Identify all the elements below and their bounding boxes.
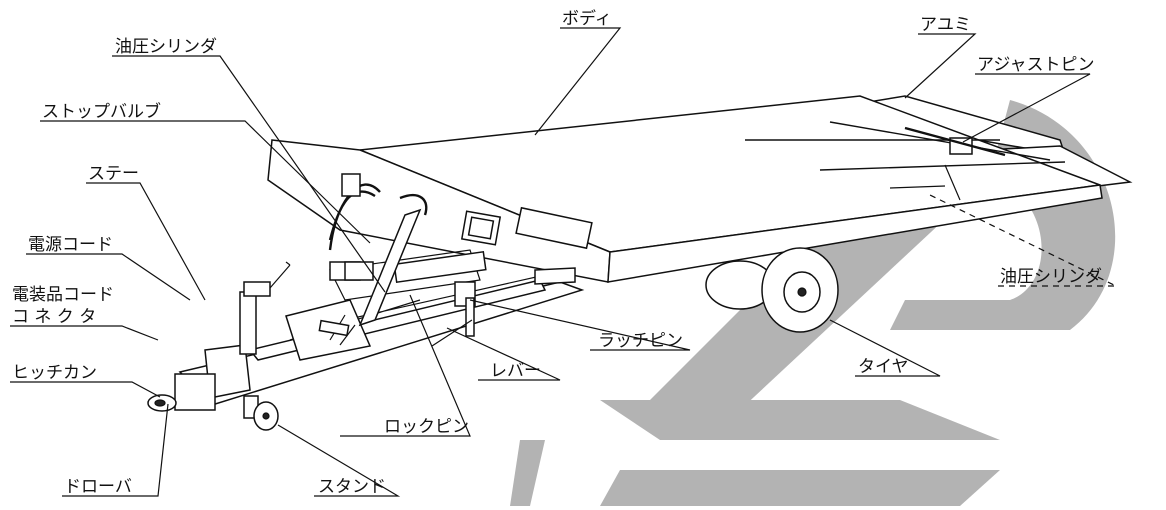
label-stay: ステー bbox=[88, 164, 139, 184]
label-electric-cord: 電装品コード bbox=[12, 285, 114, 305]
label-hitch-can: ヒッチカン bbox=[12, 363, 97, 383]
trailer-illustration bbox=[147, 95, 1133, 431]
labels: ボディ アユミ アジャストピン 油圧シリンダ ストップバルブ ステー 電源コード… bbox=[12, 8, 1102, 497]
deck-side-face bbox=[607, 184, 1103, 283]
leader-lines bbox=[10, 27, 1117, 497]
label-hydraulic-cylinder-right: 油圧シリンダ bbox=[1000, 267, 1102, 287]
hydraulic-cylinder bbox=[358, 208, 422, 327]
label-drawbar: ドローバ bbox=[64, 477, 132, 497]
label-tire: タイヤ bbox=[858, 357, 909, 377]
label-connector: コ ネ ク タ bbox=[12, 307, 96, 327]
label-adjust-pin: アジャストピン bbox=[977, 55, 1094, 75]
label-lock-pin: ロックピン bbox=[384, 417, 469, 437]
label-lever: レバー bbox=[490, 361, 541, 381]
label-body: ボディ bbox=[562, 8, 612, 29]
label-stand: スタンド bbox=[318, 477, 386, 497]
label-stop-valve: ストップバルブ bbox=[42, 101, 161, 122]
label-latch-pin: ラッチピン bbox=[598, 331, 683, 351]
label-ayumi: アユミ bbox=[920, 15, 971, 35]
label-power-cord: 電源コード bbox=[28, 235, 113, 255]
label-hydraulic-cylinder-top: 油圧シリンダ bbox=[115, 37, 217, 57]
